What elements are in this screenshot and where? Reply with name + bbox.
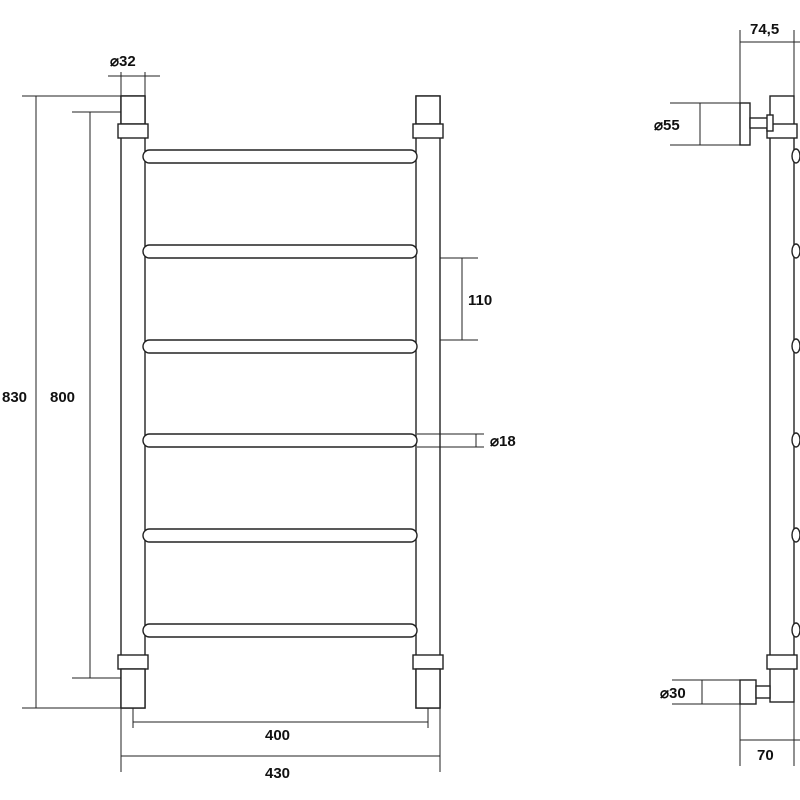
pipe-diameter-label: ⌀32: [110, 53, 136, 70]
side-rung-end-3: [791, 338, 800, 354]
side-view: 74,5 ⌀55 ⌀30 70: [654, 21, 800, 766]
rung-5: [142, 528, 418, 543]
rung-6: [142, 623, 418, 638]
center-height-label: 800: [50, 389, 75, 406]
right-lower-collar: [412, 654, 444, 670]
overall-width-label: 430: [265, 765, 290, 782]
right-upper-collar: [412, 123, 444, 139]
overall-width-dimension: 430: [120, 708, 441, 782]
bottom-fitting-stem: [755, 685, 771, 699]
depth-bottom-dimension: 70: [739, 702, 800, 766]
rung-spacing-label: 110: [468, 292, 492, 309]
side-upright-profile: [769, 95, 795, 703]
flange-diameter-dimension: ⌀55: [654, 102, 740, 146]
bottom-fitting-diameter-label: ⌀30: [660, 685, 686, 702]
left-upper-collar: [117, 123, 149, 139]
rung-3: [142, 339, 418, 354]
side-rung-end-1: [791, 148, 800, 164]
left-top-cap: [120, 95, 146, 125]
rung-spacing-dimension: 110: [440, 257, 492, 341]
side-rung-end-5: [791, 527, 800, 543]
right-bottom-leg: [415, 668, 441, 709]
center-width-dimension: 400: [132, 708, 429, 744]
rung-4: [142, 433, 418, 448]
right-upright-pipe: [415, 95, 441, 709]
center-height-dimension: 800: [50, 111, 121, 679]
left-lower-collar: [117, 654, 149, 670]
left-bottom-leg: [120, 668, 146, 709]
rung-1: [142, 149, 418, 164]
side-rung-end-4: [791, 432, 800, 448]
rung-2: [142, 244, 418, 259]
flange-diameter-label: ⌀55: [654, 117, 680, 134]
left-upright-pipe: [120, 95, 146, 709]
wall-flange-nut: [766, 114, 774, 132]
bottom-fitting: [739, 679, 757, 705]
wall-flange: [739, 102, 751, 146]
bottom-fitting-diameter-dimension: ⌀30: [660, 679, 740, 705]
side-rung-end-6: [791, 622, 800, 638]
center-width-label: 400: [265, 727, 290, 744]
overall-height-label: 830: [2, 389, 27, 406]
rung-diameter-dimension: ⌀18: [417, 433, 516, 450]
pipe-diameter-dimension: ⌀32: [108, 53, 160, 96]
side-bottom-collar: [766, 654, 798, 670]
depth-bottom-label: 70: [757, 747, 774, 764]
side-rung-end-2: [791, 243, 800, 259]
front-view: ⌀32 830 800 110 ⌀18: [2, 53, 516, 782]
right-top-cap: [415, 95, 441, 125]
depth-top-label: 74,5: [750, 21, 779, 38]
overall-height-dimension: 830: [2, 95, 121, 709]
rung-diameter-label: ⌀18: [490, 433, 516, 450]
depth-top-dimension: 74,5: [739, 21, 800, 103]
